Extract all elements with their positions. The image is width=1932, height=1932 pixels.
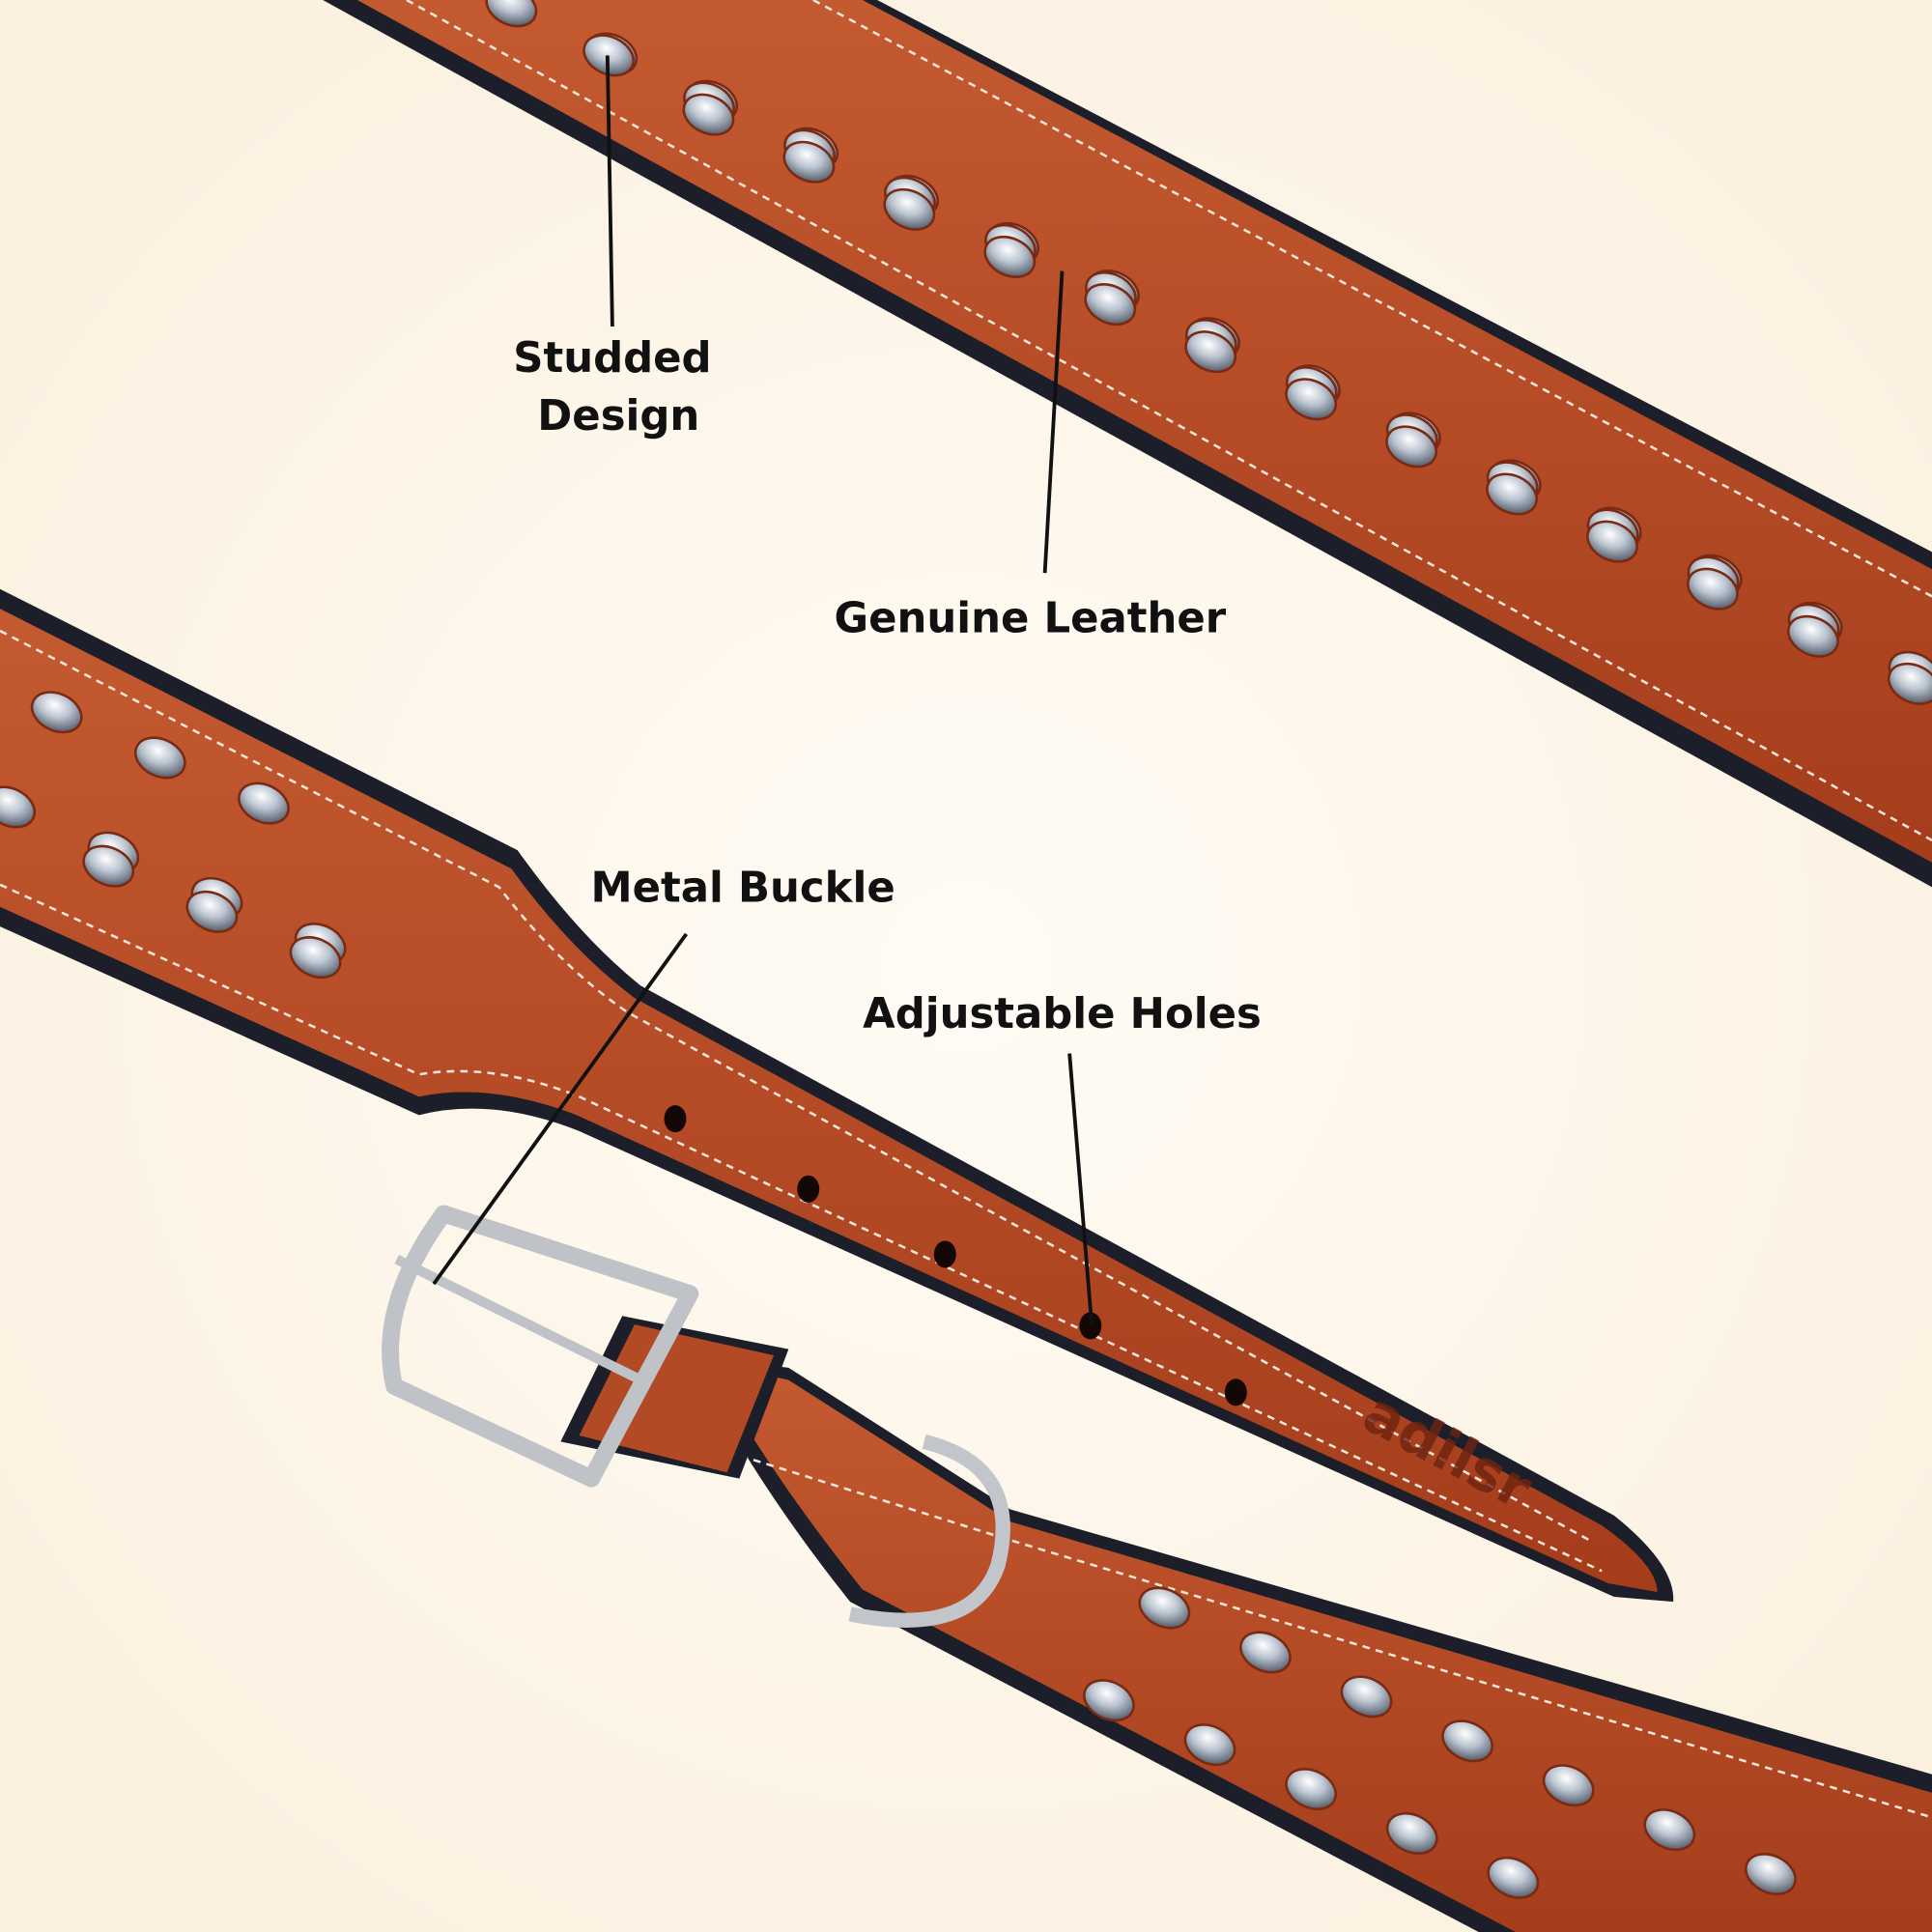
strap-hole <box>797 1175 820 1203</box>
stud <box>185 890 239 933</box>
stud <box>1888 662 1932 705</box>
stud <box>682 93 735 136</box>
stud <box>1385 425 1437 469</box>
callout-label: Genuine Leather <box>834 594 1226 642</box>
stud <box>1340 1675 1393 1719</box>
d-ring <box>848 1434 1010 1628</box>
stud <box>1787 614 1839 658</box>
stud <box>1542 1764 1595 1807</box>
stud <box>883 187 936 231</box>
callout-studded-design: Studded Design <box>513 55 712 440</box>
adjustable-holes <box>664 1105 1247 1406</box>
callout-label: Adjustable Holes <box>863 990 1262 1038</box>
stud <box>1486 472 1538 516</box>
stud <box>1138 1586 1191 1630</box>
strap-hole <box>1079 1312 1102 1340</box>
stud <box>782 140 836 184</box>
stud <box>1745 1853 1797 1896</box>
stud <box>1687 567 1739 611</box>
stud <box>485 0 538 28</box>
strap-hole <box>933 1240 956 1268</box>
stud <box>30 691 83 734</box>
strap-hole <box>664 1105 687 1133</box>
stud <box>1586 520 1638 563</box>
studs-bottom <box>1083 1586 1797 1899</box>
stud <box>1285 1768 1338 1811</box>
stud <box>1239 1631 1292 1674</box>
callout-genuine-leather: Genuine Leather <box>834 270 1227 642</box>
stud <box>1385 1811 1438 1855</box>
callout-metal-buckle: Metal Buckle <box>432 865 895 1286</box>
stud <box>0 785 37 829</box>
stud <box>82 844 135 888</box>
callout-label: Studded <box>513 334 711 383</box>
callout-adjustable-holes: Adjustable Holes <box>863 990 1262 1325</box>
collar-strap-bottom <box>690 1355 1932 1932</box>
stud <box>1083 1679 1135 1722</box>
callout-label: Design <box>537 392 699 440</box>
stud <box>1184 330 1237 374</box>
stud <box>1441 1719 1493 1763</box>
stud <box>1285 378 1338 421</box>
stud <box>238 781 290 825</box>
stud <box>1643 1808 1696 1852</box>
stud <box>1084 283 1137 327</box>
studs-top <box>485 0 1932 705</box>
strap-hole <box>1224 1378 1247 1406</box>
stud <box>1487 1856 1540 1899</box>
callout-label: Metal Buckle <box>591 865 895 913</box>
studs-middle <box>0 691 347 980</box>
stud <box>133 736 186 780</box>
stud <box>1183 1723 1236 1767</box>
stud <box>983 235 1037 278</box>
stud <box>289 936 342 980</box>
